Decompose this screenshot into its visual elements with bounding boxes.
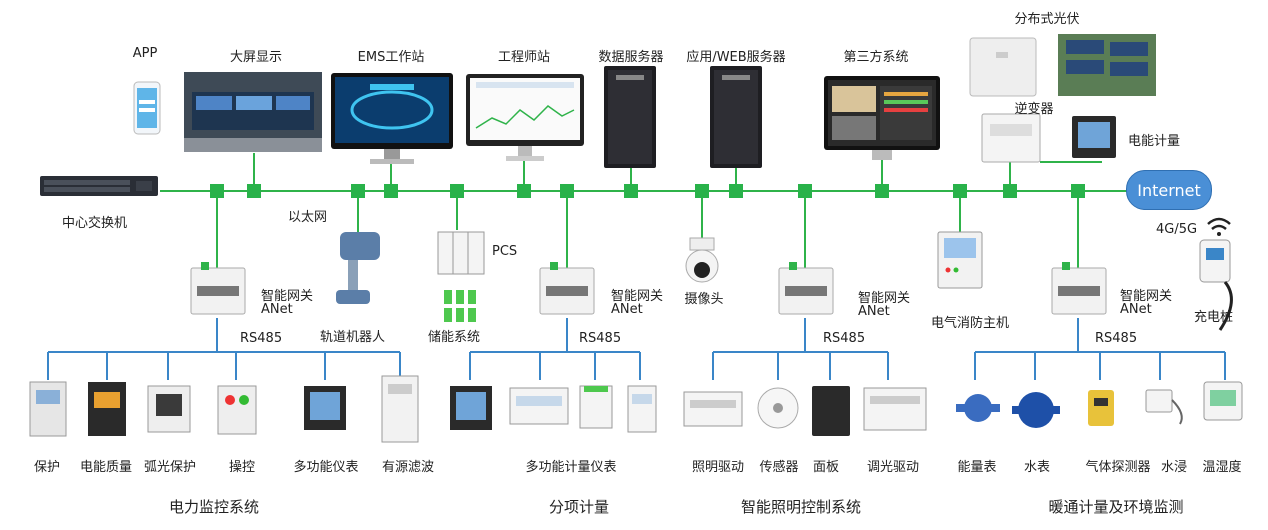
storage-battery-icon [444, 290, 476, 322]
wifi-icon [1207, 217, 1231, 236]
third-party-label: 第三方系统 [843, 50, 909, 65]
gateway-icon-4 [1051, 262, 1107, 315]
device-label: 传感器 [759, 460, 799, 475]
device-label: 多功能仪表 [293, 460, 359, 475]
storage-label: 储能系统 [428, 330, 481, 345]
charger-label: 充电桩 [1194, 310, 1234, 325]
engineer-monitor-icon [466, 74, 584, 161]
device-label: 弧光保护 [143, 460, 197, 475]
rs485-buses [47, 318, 1226, 380]
system-title-power: 电力监控系统 [168, 498, 260, 516]
pcs-label: PCS [492, 244, 518, 259]
gateway-label-4: 智能网关 [1120, 289, 1173, 304]
ems-label: EMS工作站 [357, 50, 425, 65]
fire-host-icon [937, 231, 983, 289]
inverter-label: 逆变器 [1014, 102, 1054, 117]
device-label: 有源滤波 [381, 460, 435, 475]
robot-label: 轨道机器人 [320, 330, 386, 345]
rs485-label-2: RS485 [579, 331, 622, 346]
gateway-icon-3 [778, 262, 834, 315]
device-label: 水表 [1023, 460, 1051, 475]
device-label: 面板 [812, 460, 840, 475]
rs485-label-3: RS485 [823, 331, 866, 346]
backbone-nodes [210, 184, 1085, 198]
device-label: 调光驱动 [866, 460, 920, 475]
device-label: 水浸 [1160, 460, 1188, 475]
web-server-icon [710, 66, 762, 168]
device-label: 操控 [228, 460, 256, 475]
cellular-label: 4G/5G [1156, 222, 1198, 237]
switch-label: 中心交换机 [62, 216, 128, 231]
third-party-monitor-icon [824, 76, 940, 160]
engineer-label: 工程师站 [497, 50, 551, 65]
fire-host-label: 电气消防主机 [930, 316, 1010, 331]
rs485-label-4: RS485 [1095, 331, 1138, 346]
gateway-icon-2 [539, 262, 595, 315]
camera-label: 摄像头 [684, 292, 724, 307]
app-label: APP [132, 46, 158, 61]
pcs-cabinet-icon [437, 231, 485, 275]
gateway-label-3: 智能网关 [858, 291, 911, 306]
device-label: 照明驱动 [691, 460, 745, 475]
device-label: 电能质量 [79, 460, 133, 475]
app-phone-icon [133, 81, 161, 135]
gateway-label-2: 智能网关 [611, 289, 664, 304]
rs485-label-1: RS485 [240, 331, 283, 346]
device-label: 多功能计量仪表 [525, 460, 617, 475]
internet-cloud: Internet [1126, 170, 1212, 210]
ems-monitor-icon [331, 73, 453, 164]
energy-meter-top-label: 电能计量 [1128, 134, 1181, 149]
gateway-label-1: 智能网关 [261, 289, 314, 304]
camera-icon [685, 237, 719, 283]
device-label: 气体探测器 [1085, 460, 1151, 475]
system-title-hvac: 暖通计量及环境监测 [1048, 498, 1184, 516]
anet-label-1: ANet [261, 302, 293, 317]
switch-icon [40, 176, 158, 196]
anet-label-3: ANet [858, 304, 890, 319]
inverter-icon [969, 37, 1037, 97]
bottom-device-icons [29, 375, 1243, 443]
charger-icon [1199, 239, 1233, 331]
gateway-icon-1 [190, 262, 246, 315]
data-server-label: 数据服务器 [598, 50, 664, 65]
anet-label-2: ANet [611, 302, 643, 317]
big-screen-icon [184, 72, 322, 152]
anet-label-4: ANet [1120, 302, 1152, 317]
pv-label: 分布式光伏 [1014, 12, 1080, 27]
system-title-metering: 分项计量 [548, 498, 610, 516]
big-screen-label: 大屏显示 [229, 50, 283, 65]
system-title-lighting: 智能照明控制系统 [740, 498, 862, 516]
data-server-icon [604, 66, 656, 168]
pv-panel-icon [1058, 34, 1156, 96]
web-server-label: 应用/WEB服务器 [686, 50, 786, 65]
device-label: 能量表 [957, 460, 997, 475]
rail-robot-icon [336, 232, 380, 304]
ethernet-label: 以太网 [288, 210, 328, 225]
device-label: 温湿度 [1202, 460, 1242, 475]
energy-meter-top-icon [981, 113, 1116, 163]
device-label: 保护 [33, 460, 61, 475]
